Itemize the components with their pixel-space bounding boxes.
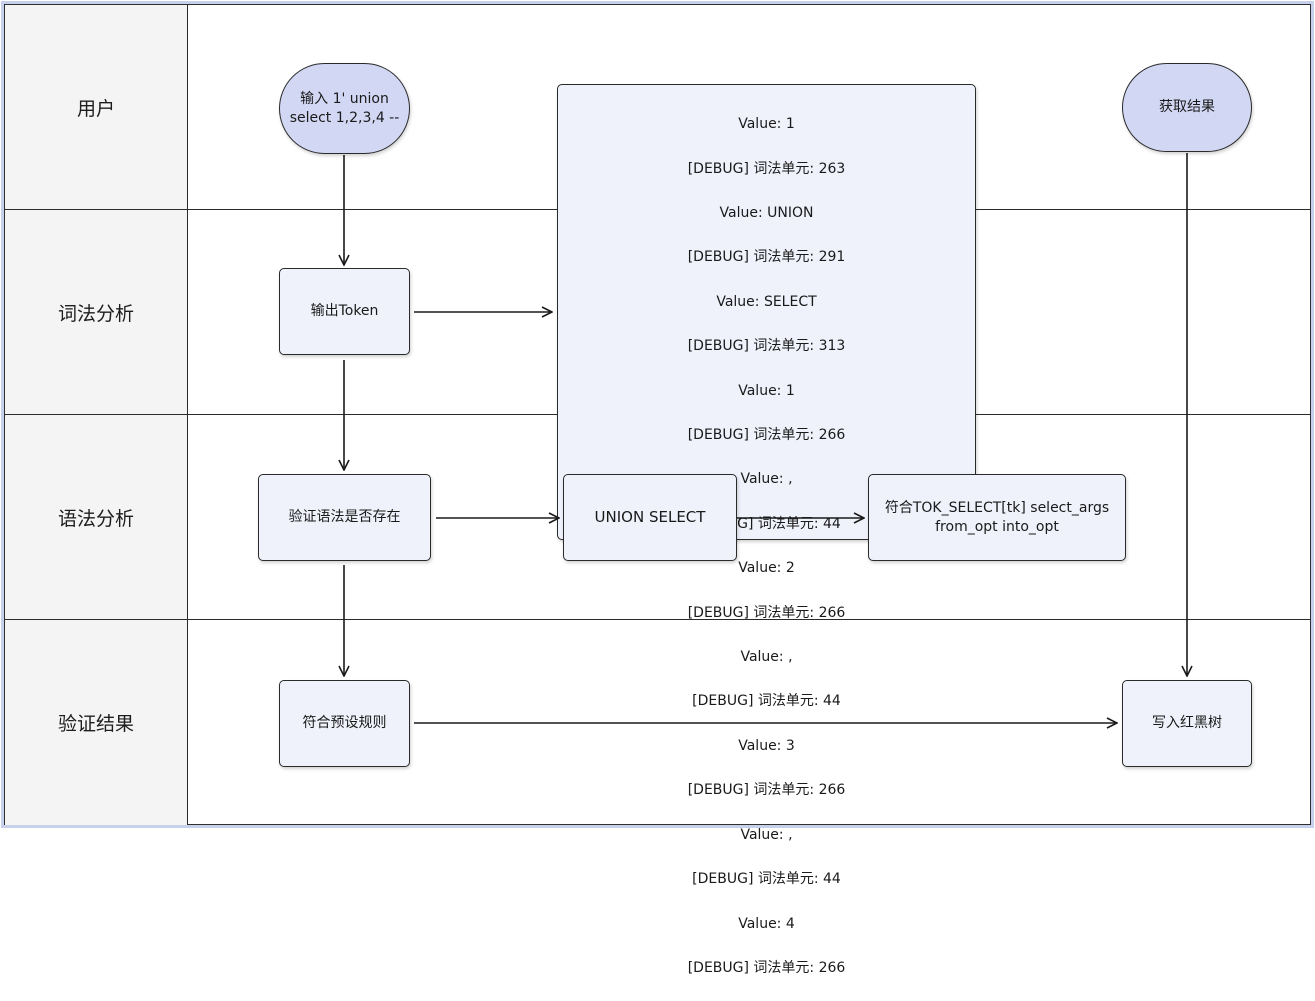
debug-log-line: [DEBUG] 词法单元: 263	[687, 160, 846, 177]
debug-log-line: Value: UNION	[719, 205, 814, 222]
debug-log-line: [DEBUG] 词法单元: 266	[687, 959, 846, 976]
write-rbtree-node: 写入红黑树	[1122, 680, 1252, 767]
tok-select-rule-node: 符合TOK_SELECT[tk] select_args from_opt in…	[868, 474, 1126, 561]
debug-log-line: [DEBUG] 词法单元: 44	[692, 871, 841, 888]
debug-log-line: Value: 1	[738, 382, 795, 399]
get-result-node: 获取结果	[1122, 63, 1252, 152]
debug-log-line: Value: SELECT	[716, 293, 817, 310]
debug-log-line: Value: ,	[740, 826, 793, 843]
match-preset-rule-node: 符合预设规则	[279, 680, 410, 767]
debug-log-box: Value: 1 [DEBUG] 词法单元: 263 Value: UNION …	[557, 84, 976, 976]
debug-log-line: Value: 1	[738, 116, 795, 133]
lane-label-divider	[187, 5, 188, 825]
lane-separator-3	[5, 619, 1311, 620]
lane-label-syntax-analysis: 语法分析	[5, 415, 187, 620]
union-select-node: UNION SELECT	[563, 474, 737, 561]
verify-syntax-node: 验证语法是否存在	[258, 474, 431, 561]
debug-log-line: [DEBUG] 词法单元: 266	[687, 427, 846, 444]
input-sql-node: 输入 1' union select 1,2,3,4 --	[279, 63, 410, 154]
debug-log-line: [DEBUG] 词法单元: 266	[687, 782, 846, 799]
debug-log-line: Value: 4	[738, 915, 795, 932]
debug-log-line: Value: ,	[740, 649, 793, 666]
debug-log-line: [DEBUG] 词法单元: 266	[687, 604, 846, 621]
debug-log-line: Value: ,	[740, 471, 793, 488]
debug-log-line: [DEBUG] 词法单元: 44	[692, 693, 841, 710]
debug-log-line: Value: 2	[738, 560, 795, 577]
lane-label-user: 用户	[5, 5, 187, 210]
debug-log-line: Value: 3	[738, 737, 795, 754]
debug-log-line: [DEBUG] 词法单元: 291	[687, 249, 846, 266]
debug-log-line: [DEBUG] 词法单元: 313	[687, 338, 846, 355]
output-token-node: 输出Token	[279, 268, 410, 355]
lane-label-lexical-analysis: 词法分析	[5, 210, 187, 415]
lane-label-verify-result: 验证结果	[5, 620, 187, 825]
